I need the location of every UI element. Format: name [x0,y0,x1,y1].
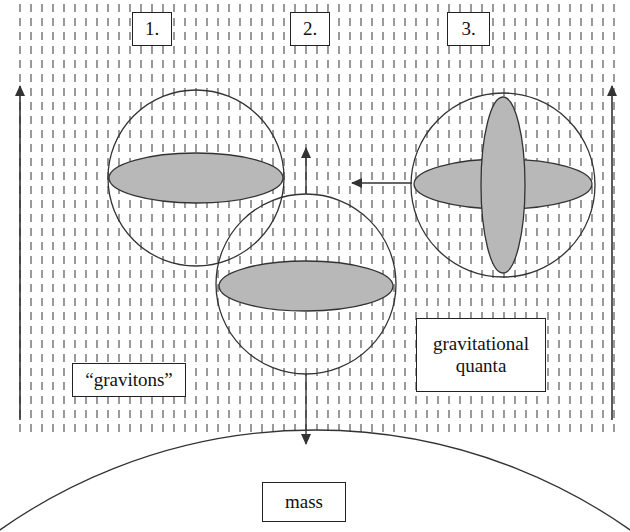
box-label: 3. [461,18,475,40]
body-circle [108,90,284,266]
box-label: 1. [145,18,159,40]
body-disc [109,153,283,203]
graviton-field [10,4,622,432]
body-disc [219,261,393,311]
force-arrow [305,148,306,194]
box-label: gravitational quanta [417,333,545,377]
body-circle [216,194,396,374]
label-box: 3. [447,12,490,46]
label-box: mass [262,482,346,522]
label-box: 2. [290,12,330,46]
box-label: 2. [303,18,317,40]
body-circle [411,93,595,277]
field-arrow [611,86,613,420]
box-label: mass [285,491,323,513]
label-box: gravitational quanta [416,318,546,392]
body-disc [481,97,525,273]
box-label: “gravitons” [85,369,173,391]
label-box: 1. [132,12,172,46]
force-arrow [352,182,412,183]
mass-body [0,430,630,532]
field-arrow [19,86,21,420]
label-box: “gravitons” [72,363,186,397]
force-arrow [305,374,306,444]
